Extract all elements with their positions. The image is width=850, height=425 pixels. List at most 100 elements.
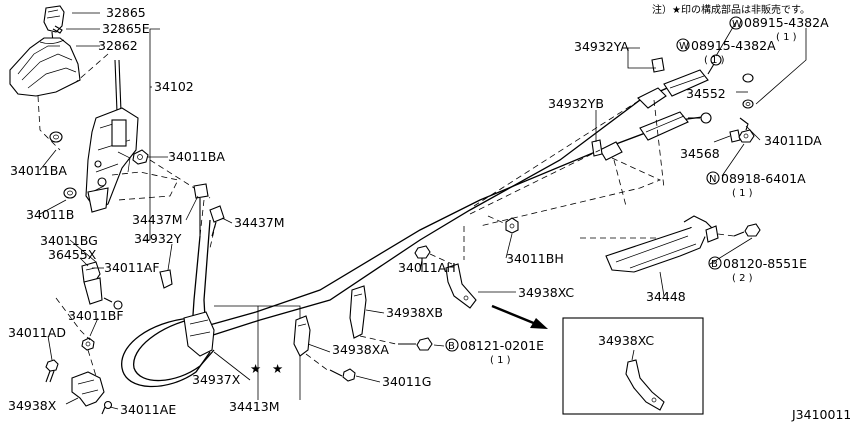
knob-clip xyxy=(52,25,63,34)
label-34437M-b: 34437M xyxy=(234,215,285,230)
nut-34011BH xyxy=(505,217,519,234)
svg-text:B: B xyxy=(711,259,718,270)
guide-cable-ends xyxy=(199,199,217,249)
washer-prefix-08915-b: W xyxy=(676,38,690,52)
label-08918: 08918-6401A xyxy=(721,171,806,186)
not-sold-note: 注）★印の構成部品は非販売です。 xyxy=(652,3,810,16)
leader-34011B xyxy=(39,199,67,215)
guide-lower-left-b xyxy=(87,349,97,377)
clip-34011DA xyxy=(739,117,749,131)
leader-08918 xyxy=(721,143,745,177)
shift-boot xyxy=(9,37,81,97)
lever-guide-line-b xyxy=(149,159,211,199)
leader-34938XB xyxy=(365,309,385,314)
leader-34448 xyxy=(659,271,665,297)
bolt-prefix-08120: B xyxy=(708,256,722,270)
bolt-34011G xyxy=(329,368,356,382)
svg-text:W: W xyxy=(679,41,689,52)
guide-right-drops xyxy=(613,99,665,207)
label-36455X: 36455X xyxy=(48,247,97,262)
qty-08915-b: ( 1 ) xyxy=(704,55,725,66)
label-34011B: 34011B xyxy=(26,207,74,222)
label-08121: 08121-0201E xyxy=(460,338,544,353)
qty-08120: ( 2 ) xyxy=(732,273,753,284)
qty-08918: ( 1 ) xyxy=(732,188,753,199)
leader-34102-bracket xyxy=(144,28,160,241)
guide-08121 xyxy=(359,335,397,345)
star-mark-a: ★ xyxy=(250,361,261,376)
guide-34011AH xyxy=(429,253,453,265)
label-34938XC: 34938XC xyxy=(518,285,574,300)
bracket-34938X xyxy=(71,371,105,407)
label-08915-b: 08915-4382A xyxy=(691,38,776,53)
label-34011BA-left: 34011BA xyxy=(10,163,67,178)
label-34011BF: 34011BF xyxy=(68,308,124,323)
label-34011AH: 34011AH xyxy=(398,260,456,275)
label-34011BH: 34011BH xyxy=(506,251,564,266)
label-34413M: 34413M xyxy=(229,399,280,414)
cable-end-upper-right xyxy=(637,54,722,109)
leader-34932Y xyxy=(167,243,173,271)
label-34011AE: 34011AE xyxy=(120,402,176,417)
label-32862: 32862 xyxy=(98,38,138,53)
label-34938X: 34938X xyxy=(8,398,57,413)
washer-34552 xyxy=(742,73,754,109)
bracket-34938XC-detail xyxy=(625,359,665,411)
label-32865E: 32865E xyxy=(102,21,150,36)
leader-34937X xyxy=(213,351,251,381)
diagram-code: J3410011 xyxy=(791,407,850,422)
label-34932YB: 34932YB xyxy=(548,96,604,111)
leader-34011BA-left xyxy=(39,149,57,171)
guide-bracket-run xyxy=(479,157,662,227)
washer-prefix-08915-a: W xyxy=(729,16,743,30)
label-32865: 32865 xyxy=(106,5,146,20)
cable-end-lower-right xyxy=(599,111,712,161)
nut-34011BF xyxy=(81,337,95,351)
leader-08120 xyxy=(709,237,753,265)
label-34011DA: 34011DA xyxy=(764,133,822,148)
label-34011AF: 34011AF xyxy=(104,260,160,275)
label-34937X: 34937X xyxy=(192,372,241,387)
leader-34011AH xyxy=(419,259,423,271)
clip-34932YB xyxy=(591,139,603,157)
leader-34011BF xyxy=(89,317,99,337)
label-34938XA: 34938XA xyxy=(332,342,389,357)
bolt-08121 xyxy=(398,337,433,351)
qty-08121: ( 1 ) xyxy=(490,355,511,366)
svg-text:B: B xyxy=(448,341,455,352)
guide-mid-brackets xyxy=(463,215,507,260)
label-34932YA: 34932YA xyxy=(574,39,629,54)
label-34448: 34448 xyxy=(646,289,686,304)
label-34011BA-mid: 34011BA xyxy=(168,149,225,164)
svg-text:W: W xyxy=(732,19,742,30)
boot-guide-line xyxy=(37,95,61,151)
cable-end-lower xyxy=(209,205,225,237)
bracket-34938XB xyxy=(349,285,367,339)
bushing-lower xyxy=(63,187,77,199)
qty-08915-a: ( 1 ) xyxy=(776,32,797,43)
label-34437M-a: 34437M xyxy=(132,212,183,227)
cable-end-upper xyxy=(193,183,209,236)
leader-34437M-b xyxy=(221,217,233,224)
leader-36455X xyxy=(79,257,89,267)
label-34552: 34552 xyxy=(686,86,726,101)
nut-lever-mid xyxy=(132,149,149,165)
leader-34011G xyxy=(355,375,381,383)
bushing-left xyxy=(49,131,63,143)
leader-08121 xyxy=(433,344,445,347)
leader-inset xyxy=(631,349,635,361)
lever-guide-lines xyxy=(111,171,179,201)
svg-text:N: N xyxy=(709,174,716,185)
leader-34932YA xyxy=(627,47,656,69)
bracket-34011BG xyxy=(83,277,103,305)
shift-knob xyxy=(43,5,65,43)
label-08120: 08120-8551E xyxy=(723,256,807,271)
clip-34932Y xyxy=(159,269,173,289)
leader-34568 xyxy=(713,135,731,143)
guide-34011G xyxy=(305,353,331,373)
label-34568: 34568 xyxy=(680,146,720,161)
detail-arrow xyxy=(491,304,548,329)
leader-08915-b xyxy=(755,28,807,105)
